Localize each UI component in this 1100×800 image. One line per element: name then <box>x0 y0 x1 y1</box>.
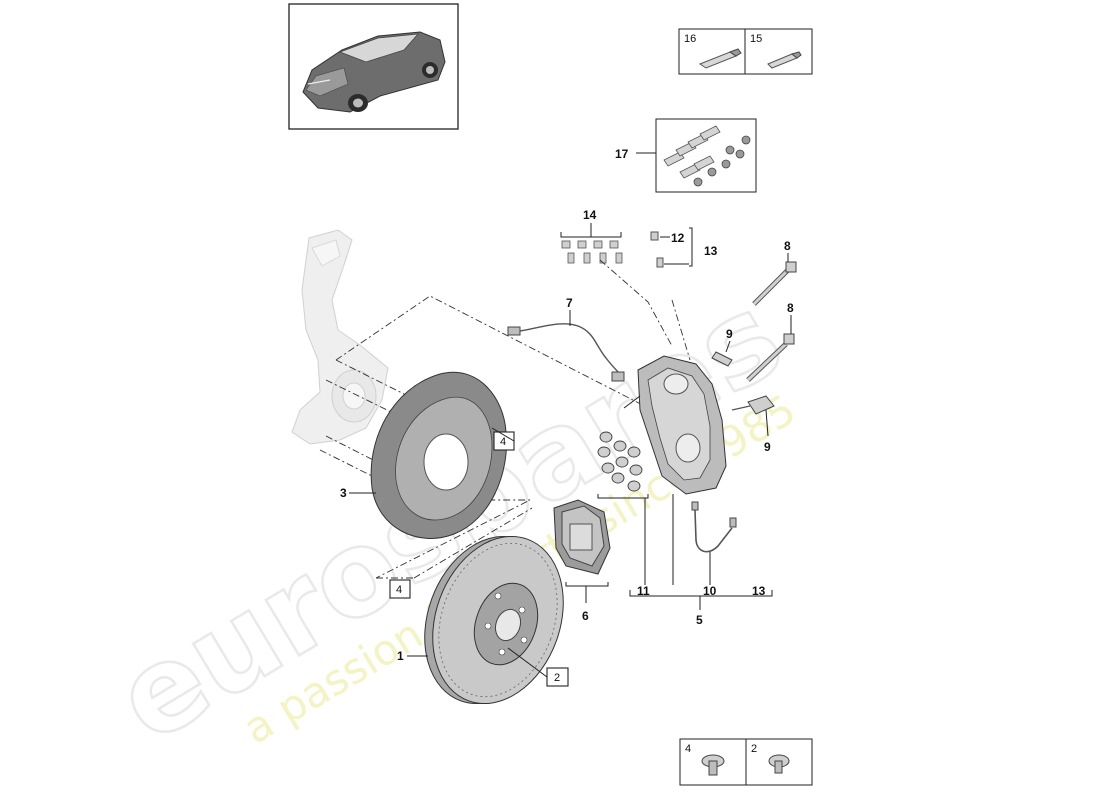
torx-bolt-icon[interactable] <box>768 754 790 774</box>
callout-5: 5 <box>696 613 703 627</box>
ref-box-4-disc[interactable]: 4 <box>389 579 411 599</box>
bolt-set-17[interactable] <box>655 118 757 193</box>
suv-vehicle-icon <box>302 31 446 113</box>
ref-box-4-shield-label: 4 <box>500 436 506 448</box>
callout-8-lower: 8 <box>787 301 794 315</box>
ref-box-2-disc[interactable]: 2 <box>546 667 569 687</box>
vehicle-thumbnail[interactable] <box>288 3 459 130</box>
callout-8-upper: 8 <box>784 239 791 253</box>
callout-14: 14 <box>583 208 597 222</box>
callout-10: 10 <box>703 584 717 598</box>
callout-3: 3 <box>340 486 347 500</box>
legend-item-4-number: 4 <box>685 743 691 755</box>
callout-11: 11 <box>637 584 650 598</box>
legend-top: 16 15 <box>678 28 813 75</box>
caliper-bolts[interactable] <box>746 261 797 382</box>
brake-dust-shield[interactable] <box>370 371 508 539</box>
brake-pads[interactable] <box>553 499 611 587</box>
callout-9-upper: 9 <box>726 327 733 341</box>
ref-box-2-disc-label: 2 <box>554 672 560 684</box>
callout-13-lower: 13 <box>752 584 766 598</box>
brake-line[interactable] <box>691 501 737 553</box>
steering-knuckle <box>291 229 389 445</box>
brake-caliper[interactable] <box>623 355 727 495</box>
brake-wear-sensor[interactable] <box>507 323 625 382</box>
caliper-nut-set[interactable] <box>597 431 649 499</box>
callout-7: 7 <box>566 296 573 310</box>
callout-6: 6 <box>582 609 589 623</box>
callout-12: 12 <box>671 231 685 245</box>
leader-lines <box>349 152 792 678</box>
ref-box-4-disc-label: 4 <box>396 584 402 596</box>
legend-item-16-number: 16 <box>684 33 696 45</box>
hex-bolt-icon[interactable] <box>701 754 725 776</box>
legend-item-15-number: 15 <box>750 33 762 45</box>
retaining-clips[interactable] <box>711 351 775 415</box>
callout-numbers: 1 3 5 6 7 8 8 9 9 10 11 12 13 13 14 17 <box>340 147 794 663</box>
callout-1: 1 <box>397 649 404 663</box>
clip-set-14[interactable] <box>560 223 623 264</box>
grease-tube-icon[interactable] <box>698 48 742 69</box>
callout-13-upper: 13 <box>704 244 718 258</box>
legend-bottom: 4 2 <box>679 738 813 786</box>
callout-17: 17 <box>615 147 629 161</box>
callout-9-lower: 9 <box>764 440 771 454</box>
brake-disc[interactable] <box>402 518 585 722</box>
legend-item-2-number: 2 <box>751 743 757 755</box>
bleeder-fittings-12[interactable] <box>650 227 693 268</box>
paste-tube-icon[interactable] <box>767 51 802 69</box>
